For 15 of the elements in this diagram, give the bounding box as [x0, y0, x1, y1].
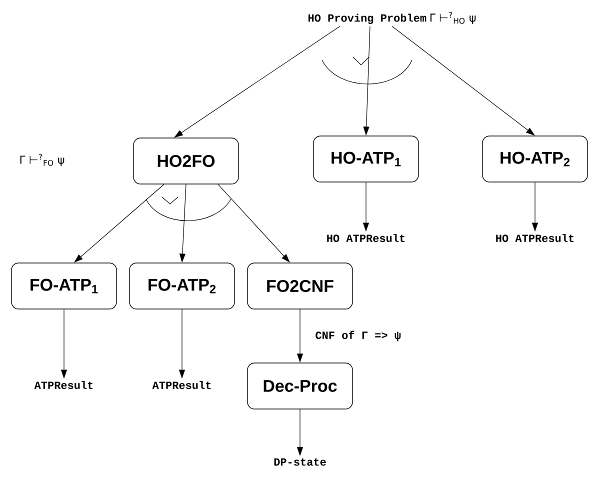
- result-label: ATPResult: [152, 380, 211, 390]
- process-box: HO-ATP$_{2}$: [482, 136, 588, 182]
- process-box: FO-ATP$_{1}$: [11, 262, 117, 310]
- process-box: FO-ATP$_{2}$: [129, 262, 235, 310]
- process-box: Dec-Proc: [247, 362, 353, 410]
- formula-label: Γ ⊢$^{?}$$_{FO}$ ψ: [20, 154, 64, 166]
- process-box: HO2FO: [133, 138, 239, 184]
- result-label: DP-state: [274, 458, 326, 466]
- result-label: HO ATPResult: [496, 234, 574, 242]
- process-box: HO-ATP$_{1}$: [313, 136, 419, 182]
- result-label: ATPResult: [34, 380, 93, 390]
- problem-label: HO Proving Problem Γ ⊢$^{?}$$_{HO}$ ψ: [308, 12, 476, 24]
- process-box: FO2CNF: [247, 262, 353, 310]
- result-label: HO ATPResult: [327, 234, 405, 242]
- edge-label: CNF of Γ => ψ: [314, 330, 402, 342]
